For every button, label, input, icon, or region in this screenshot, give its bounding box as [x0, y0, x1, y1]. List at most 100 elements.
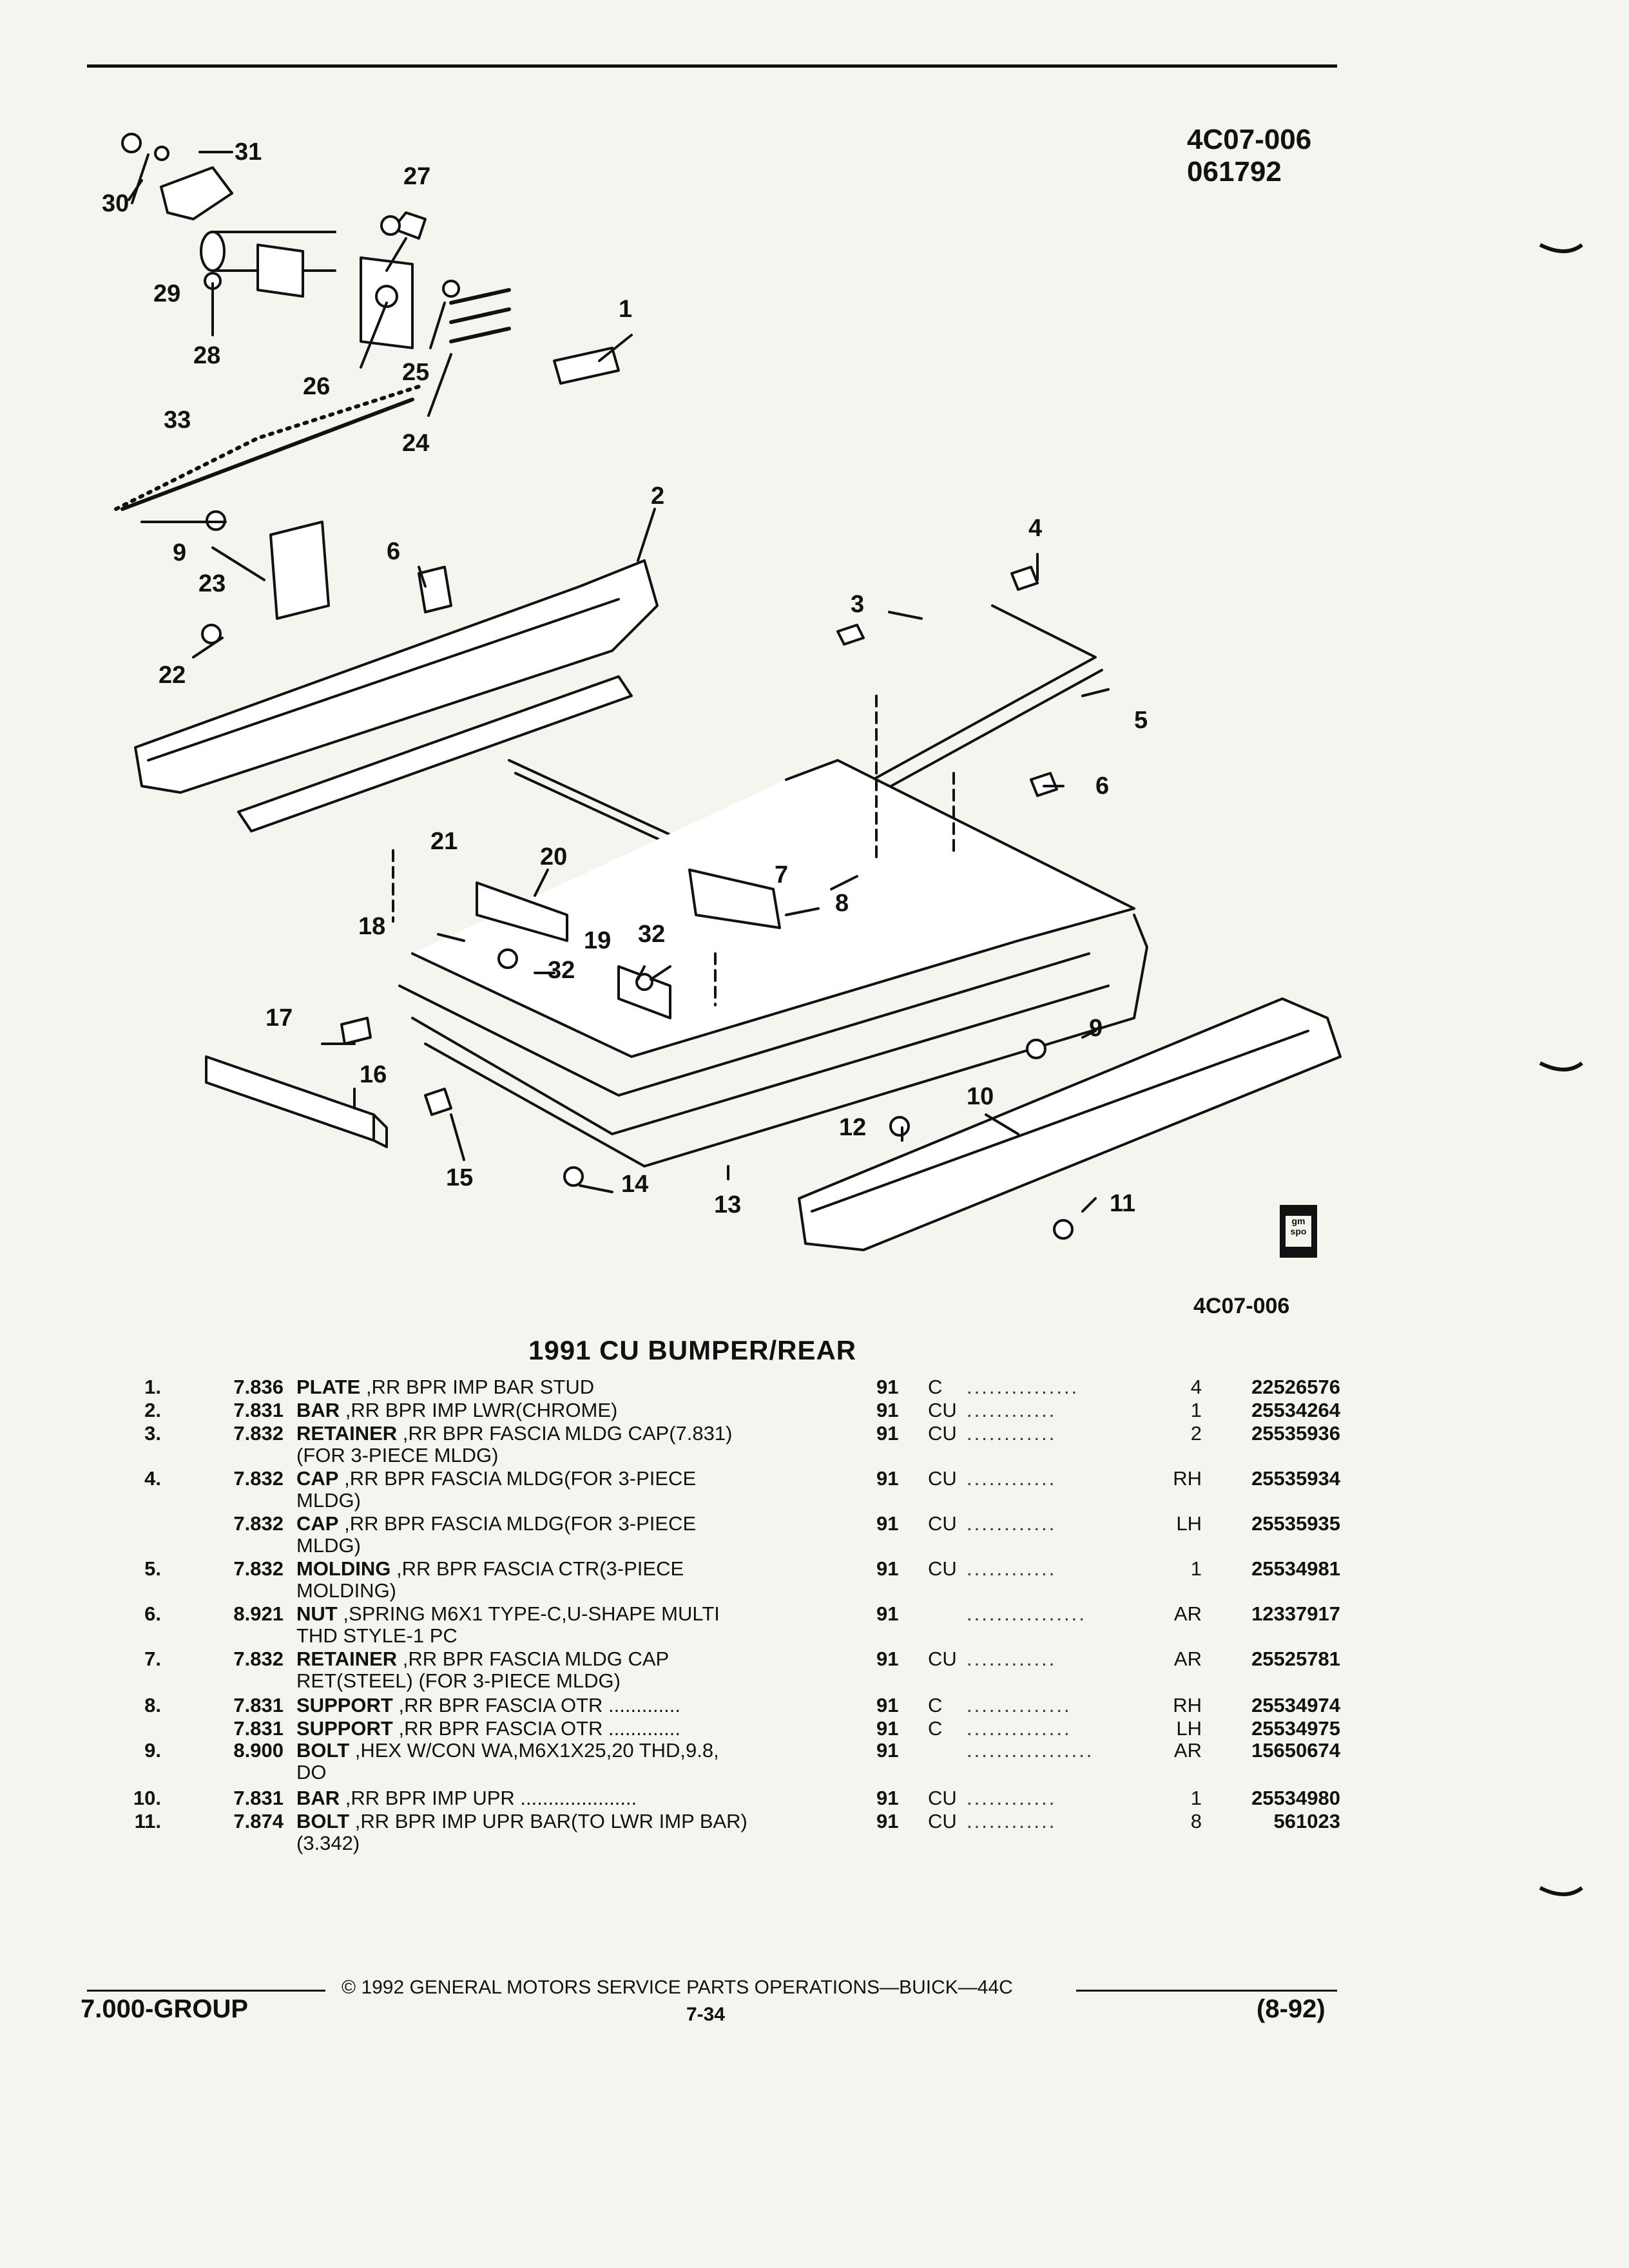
callout-label: 14: [621, 1171, 648, 1198]
model-year: 91: [876, 1648, 899, 1670]
callout-label: 25: [402, 359, 429, 386]
model-year: 91: [876, 1717, 899, 1740]
footer-copyright: © 1992 GENERAL MOTORS SERVICE PARTS OPER…: [342, 1977, 1013, 1998]
series: C: [928, 1694, 943, 1716]
series: CU: [928, 1557, 957, 1580]
part-name: BOLT: [296, 1739, 350, 1762]
leader-dots: ...............: [967, 1376, 1079, 1398]
part-name: CAP: [296, 1512, 339, 1535]
part-detail: ,RR BPR FASCIA MLDG(FOR 3-PIECE: [344, 1512, 697, 1535]
quantity: 1: [1190, 1787, 1202, 1809]
callout-label: 11: [1110, 1190, 1135, 1217]
part-description: SUPPORT ,RR BPR FASCIA OTR .............: [296, 1694, 681, 1716]
callout-label: 31: [235, 139, 262, 166]
callout-label: 12: [839, 1114, 866, 1141]
part-name: SUPPORT: [296, 1717, 393, 1740]
callout-label: 32: [638, 921, 665, 948]
part-description: SUPPORT ,RR BPR FASCIA OTR .............: [296, 1717, 681, 1740]
part-detail: ,RR BPR FASCIA MLDG CAP: [402, 1648, 670, 1670]
callout-label: 17: [265, 1004, 293, 1032]
part-name: BAR: [296, 1399, 340, 1421]
callout-label: 16: [360, 1061, 387, 1088]
quantity: AR: [1173, 1739, 1202, 1762]
callout-label: 6: [1095, 773, 1109, 800]
item-number: 11.: [134, 1810, 161, 1832]
model-year: 91: [876, 1787, 899, 1809]
callout-label: 10: [967, 1083, 994, 1110]
diagram-callouts: 1 2 3 4 5 6 6 7 8 9 9 10 11 12 13 14 15 …: [102, 139, 1148, 1218]
part-number: 22526576: [1251, 1376, 1340, 1398]
model-year: 91: [876, 1376, 899, 1398]
quantity: LH: [1176, 1512, 1202, 1535]
part-detail: ,RR BPR IMP BAR STUD: [365, 1376, 595, 1398]
part-detail: ,RR BPR FASCIA MLDG(FOR 3-PIECE: [344, 1467, 697, 1490]
figure-caption: 4C07-006: [1193, 1294, 1290, 1318]
quantity: 1: [1190, 1557, 1202, 1580]
group-number: 7.831: [233, 1787, 284, 1809]
footer-rule-left: [87, 1990, 325, 1992]
callout-label: 23: [198, 570, 226, 597]
part-description: PLATE ,RR BPR IMP BAR STUD: [296, 1376, 838, 1398]
leader-dots: ..............: [967, 1695, 1072, 1716]
callout-label: 21: [430, 828, 458, 855]
callout-label: 13: [714, 1191, 741, 1218]
part-number: 12337917: [1251, 1602, 1340, 1625]
part-description: RETAINER ,RR BPR FASCIA MLDG CAP(7.831)(…: [296, 1423, 838, 1466]
part-detail: ,HEX W/CON WA,M6X1X25,20 THD,9.8,: [354, 1739, 719, 1762]
group-number: 7.832: [233, 1648, 284, 1670]
leader-dots: ............: [967, 1648, 1057, 1670]
top-rule: [87, 64, 1337, 68]
callout-label: 9: [1089, 1015, 1103, 1042]
leader-dots: ............: [967, 1399, 1057, 1421]
part-number: 25534981: [1251, 1557, 1340, 1580]
quantity: AR: [1173, 1648, 1202, 1670]
logo-label: gm spo: [1286, 1216, 1311, 1247]
part-detail-continued: RET(STEEL) (FOR 3-PIECE MLDG): [296, 1669, 621, 1692]
group-number: 7.831: [233, 1717, 284, 1740]
part-name: RETAINER: [296, 1422, 398, 1445]
part-detail: ,RR BPR FASCIA CTR(3-PIECE: [396, 1557, 684, 1580]
part-number: 561023: [1273, 1810, 1340, 1832]
series: CU: [928, 1648, 957, 1670]
group-number: 8.900: [233, 1739, 284, 1762]
series: C: [928, 1376, 943, 1398]
leader-dots: ................: [967, 1603, 1086, 1625]
part-name: CAP: [296, 1467, 339, 1490]
series: C: [928, 1717, 943, 1740]
item-number: 10.: [133, 1787, 161, 1809]
part-description: BOLT ,HEX W/CON WA,M6X1X25,20 THD,9.8, DO: [296, 1740, 838, 1783]
item-number: 7.: [144, 1648, 161, 1670]
callout-label: 27: [403, 163, 430, 190]
series: CU: [928, 1399, 957, 1421]
model-year: 91: [876, 1739, 899, 1762]
punch-mark: [1539, 1886, 1583, 1896]
page-title: 1991 CU BUMPER/REAR: [528, 1335, 857, 1365]
part-detail: ,RR BPR FASCIA OTR: [398, 1694, 603, 1716]
item-number: 8.: [144, 1694, 161, 1716]
series: CU: [928, 1810, 957, 1832]
model-year: 91: [876, 1557, 899, 1580]
group-number: 8.921: [233, 1602, 284, 1625]
series: CU: [928, 1787, 957, 1809]
callout-label: 33: [164, 407, 191, 434]
leader-dots: ............: [967, 1787, 1057, 1809]
part-detail-continued: DO: [296, 1761, 327, 1783]
callout-label: 2: [651, 483, 664, 510]
leader-dots: ............: [967, 1558, 1057, 1580]
callout-label: 32: [548, 957, 575, 984]
group-number: 7.831: [233, 1399, 284, 1421]
exploded-parts-diagram: 1 2 3 4 5 6 6 7 8 9 9 10 11 12 13 14 15 …: [102, 133, 1342, 1251]
item-number: 6.: [144, 1602, 161, 1625]
group-number: 7.832: [233, 1557, 284, 1580]
part-detail: ,SPRING M6X1 TYPE-C,U-SHAPE MULTI: [343, 1602, 720, 1625]
part-name: MOLDING: [296, 1557, 391, 1580]
footer-page-number: 7-34: [686, 2004, 726, 2025]
part-description: BAR ,RR BPR IMP UPR ....................…: [296, 1787, 637, 1809]
part-detail: ,RR BPR FASCIA MLDG CAP(7.831): [402, 1422, 733, 1445]
callout-label: 20: [540, 843, 567, 870]
quantity: 8: [1190, 1810, 1202, 1832]
part-number: 25535935: [1251, 1512, 1340, 1535]
punch-mark: [1539, 1061, 1583, 1072]
